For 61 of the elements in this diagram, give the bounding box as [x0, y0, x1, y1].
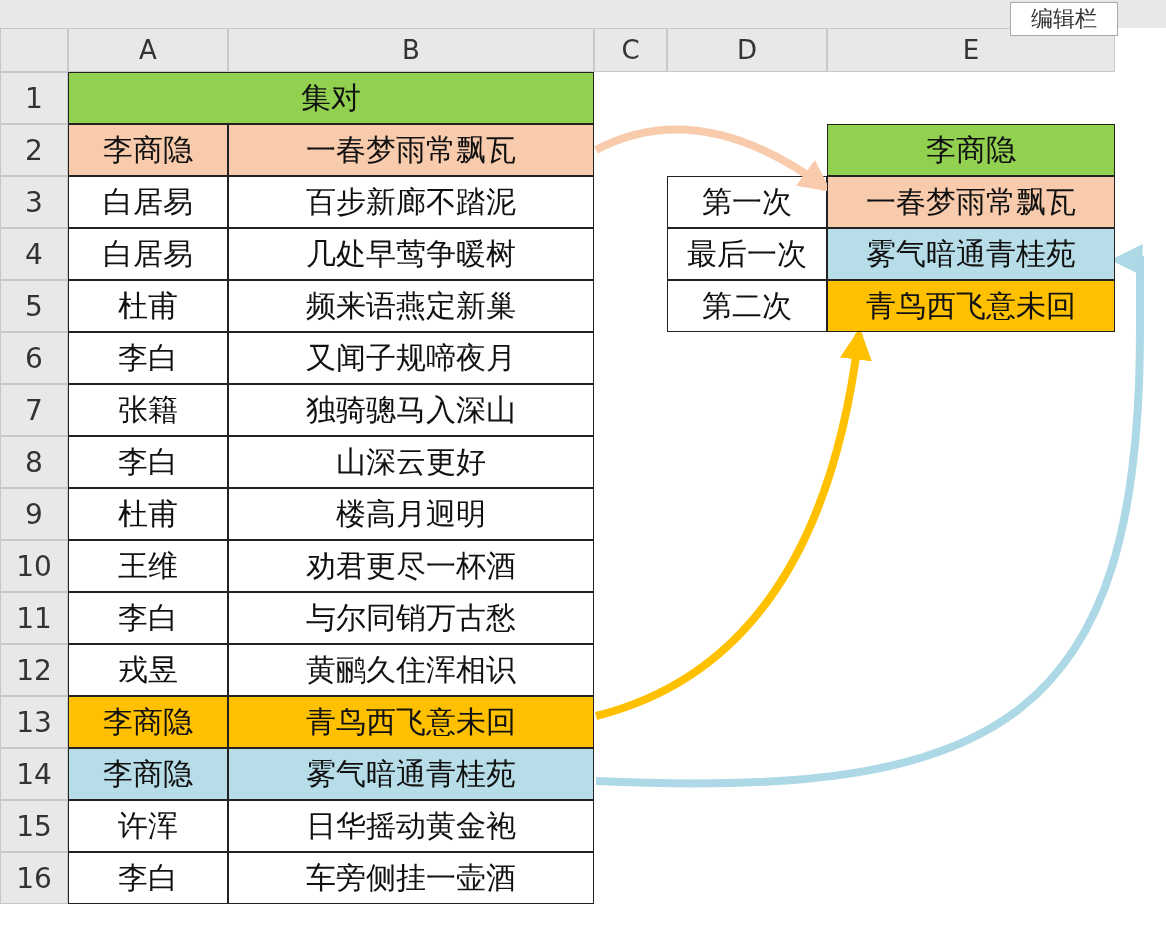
table-cell: 李白 [68, 332, 228, 384]
table-cell: 一春梦雨常飘瓦 [228, 124, 594, 176]
table-cell: 白居易 [68, 176, 228, 228]
table-cell: 又闻子规啼夜月 [228, 332, 594, 384]
column-header: E [827, 28, 1115, 72]
table-cell: 李商隐 [68, 748, 228, 800]
table-cell: 山深云更好 [228, 436, 594, 488]
row-number: 2 [0, 124, 68, 176]
table-cell: 日华摇动黄金袍 [228, 800, 594, 852]
table-cell: 车旁侧挂一壶酒 [228, 852, 594, 904]
table-cell: 青鸟西飞意未回 [228, 696, 594, 748]
table-cell: 第二次 [667, 280, 827, 332]
table-cell: 王维 [68, 540, 228, 592]
row-number: 4 [0, 228, 68, 280]
row-number: 16 [0, 852, 68, 904]
table-cell: 雾气暗通青桂苑 [228, 748, 594, 800]
column-header: B [228, 28, 594, 72]
table-cell: 李商隐 [68, 124, 228, 176]
row-number: 1 [0, 72, 68, 124]
column-header: C [594, 28, 667, 72]
row-number: 6 [0, 332, 68, 384]
row-number: 13 [0, 696, 68, 748]
table-cell: 许浑 [68, 800, 228, 852]
table-cell: 独骑骢马入深山 [228, 384, 594, 436]
table-cell: 频来语燕定新巢 [228, 280, 594, 332]
table-cell: 杜甫 [68, 280, 228, 332]
tooltip: 编辑栏 [1010, 2, 1118, 36]
row-number: 5 [0, 280, 68, 332]
table-cell: 黄鹂久住浑相识 [228, 644, 594, 696]
row-number: 15 [0, 800, 68, 852]
table-cell: 张籍 [68, 384, 228, 436]
table-cell: 李白 [68, 852, 228, 904]
row-number: 7 [0, 384, 68, 436]
row-number: 10 [0, 540, 68, 592]
table-cell: 楼高月迥明 [228, 488, 594, 540]
table-cell: 劝君更尽一杯酒 [228, 540, 594, 592]
row-number: 8 [0, 436, 68, 488]
row-number: 12 [0, 644, 68, 696]
table-cell: 李商隐 [827, 124, 1115, 176]
row-number: 3 [0, 176, 68, 228]
column-header: D [667, 28, 827, 72]
table-cell: 几处早莺争暖树 [228, 228, 594, 280]
table-cell: 与尔同销万古愁 [228, 592, 594, 644]
table-cell: 青鸟西飞意未回 [827, 280, 1115, 332]
row-number: 9 [0, 488, 68, 540]
arrow [595, 244, 1144, 788]
table-cell: 杜甫 [68, 488, 228, 540]
table-cell: 李白 [68, 592, 228, 644]
row-number: 14 [0, 748, 68, 800]
table-cell: 第一次 [667, 176, 827, 228]
table-cell: 白居易 [68, 228, 228, 280]
table-cell: 一春梦雨常飘瓦 [827, 176, 1115, 228]
table-cell: 最后一次 [667, 228, 827, 280]
table-cell: 雾气暗通青桂苑 [827, 228, 1115, 280]
table-cell: 百步新廊不踏泥 [228, 176, 594, 228]
table-cell: 集对 [68, 72, 594, 124]
row-number: 11 [0, 592, 68, 644]
table-cell: 李商隐 [68, 696, 228, 748]
table-cell: 戎昱 [68, 644, 228, 696]
column-header: A [68, 28, 228, 72]
table-cell: 李白 [68, 436, 228, 488]
